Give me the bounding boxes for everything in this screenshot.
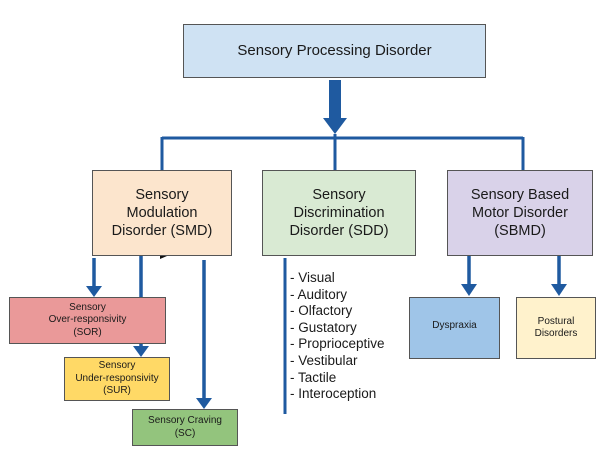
sur-node: Sensory Under-responsivity (SUR) (64, 357, 170, 401)
sense-item: - Interoception (290, 386, 377, 402)
sense-item: - Olfactory (290, 303, 353, 319)
sense-item: - Tactile (290, 369, 337, 385)
root-arrow-shaft (329, 80, 341, 118)
sense-item: - Proprioceptive (290, 336, 385, 352)
sor-node: Sensory Over-responsivity (SOR) (9, 297, 166, 344)
sor-line1: Sensory (69, 301, 106, 313)
root-label: Sensory Processing Disorder (237, 41, 432, 59)
sdd-label: Sensory Discrimination Disorder (SDD) (289, 186, 389, 240)
sor-line2: Over-responsivity (48, 314, 127, 326)
arrow-to-sc (196, 398, 212, 409)
sense-item: - Gustatory (290, 319, 357, 335)
postural-label: Postural Disorders (534, 315, 578, 340)
sbmd-arrows (467, 256, 561, 284)
sbmd-label: Sensory Based Motor Disorder (SBMD) (470, 186, 570, 240)
smd-label: Sensory Modulation Disorder (SMD) (111, 186, 213, 240)
postural-node: Postural Disorders (516, 297, 596, 359)
sdd-node: Sensory Discrimination Disorder (SDD) (262, 170, 416, 256)
sense-item: - Vestibular (290, 352, 358, 368)
dyspraxia-node: Dyspraxia (409, 297, 500, 359)
root-node: Sensory Processing Disorder (183, 24, 486, 78)
arrow-to-sur (133, 346, 149, 357)
sdd-senses-list: - Visual - Auditory - Olfactory - Gustat… (290, 270, 385, 403)
sense-item: - Auditory (290, 286, 348, 302)
sense-item: - Visual (290, 270, 335, 285)
sbmd-node: Sensory Based Motor Disorder (SBMD) (447, 170, 593, 256)
sc-label: Sensory Craving (SC) (148, 415, 222, 439)
sor-line3: (SOR) (73, 326, 102, 338)
arrow-to-postural (551, 284, 567, 296)
dyspraxia-label: Dyspraxia (432, 320, 477, 331)
sur-line1: Sensory (98, 360, 136, 372)
arrow-to-sor (86, 286, 102, 297)
bus-lines (160, 134, 525, 170)
sc-node: Sensory Craving (SC) (132, 409, 238, 446)
smd-node: Sensory Modulation Disorder (SMD) (92, 170, 232, 256)
sur-line3: (SUR) (103, 385, 131, 397)
sur-line2: Under-responsivity (75, 372, 159, 384)
arrow-to-dyspraxia (461, 284, 477, 296)
root-arrow-head (323, 118, 347, 134)
